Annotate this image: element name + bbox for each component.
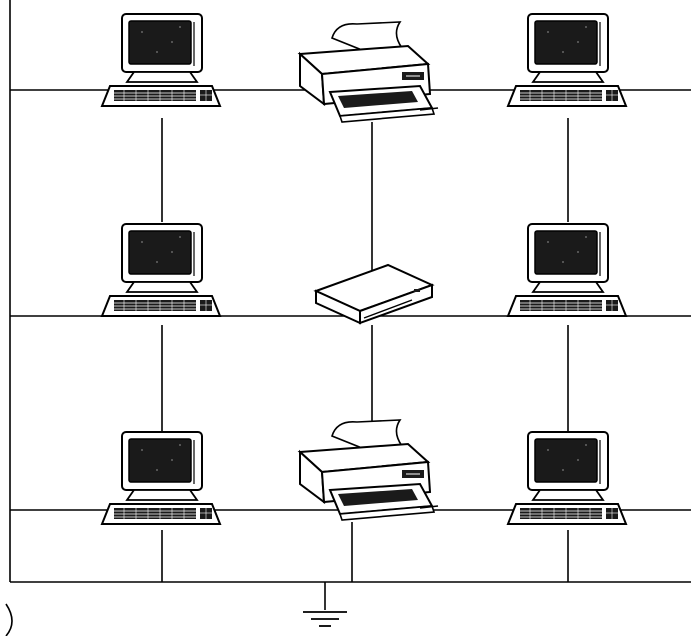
edge-arc <box>5 603 13 636</box>
workstation-bottom-left[interactable] <box>101 431 221 525</box>
workstation-top-left[interactable] <box>101 13 221 107</box>
printer-top-center[interactable] <box>299 21 439 123</box>
workstation-bottom-right[interactable] <box>507 431 627 525</box>
workstation-middle-left[interactable] <box>101 223 221 317</box>
workstation-top-right[interactable] <box>507 13 627 107</box>
ground-symbol-icon <box>303 611 347 627</box>
hub-middle-center[interactable] <box>315 264 433 324</box>
printer-bottom-center[interactable] <box>299 419 439 521</box>
workstation-middle-right[interactable] <box>507 223 627 317</box>
